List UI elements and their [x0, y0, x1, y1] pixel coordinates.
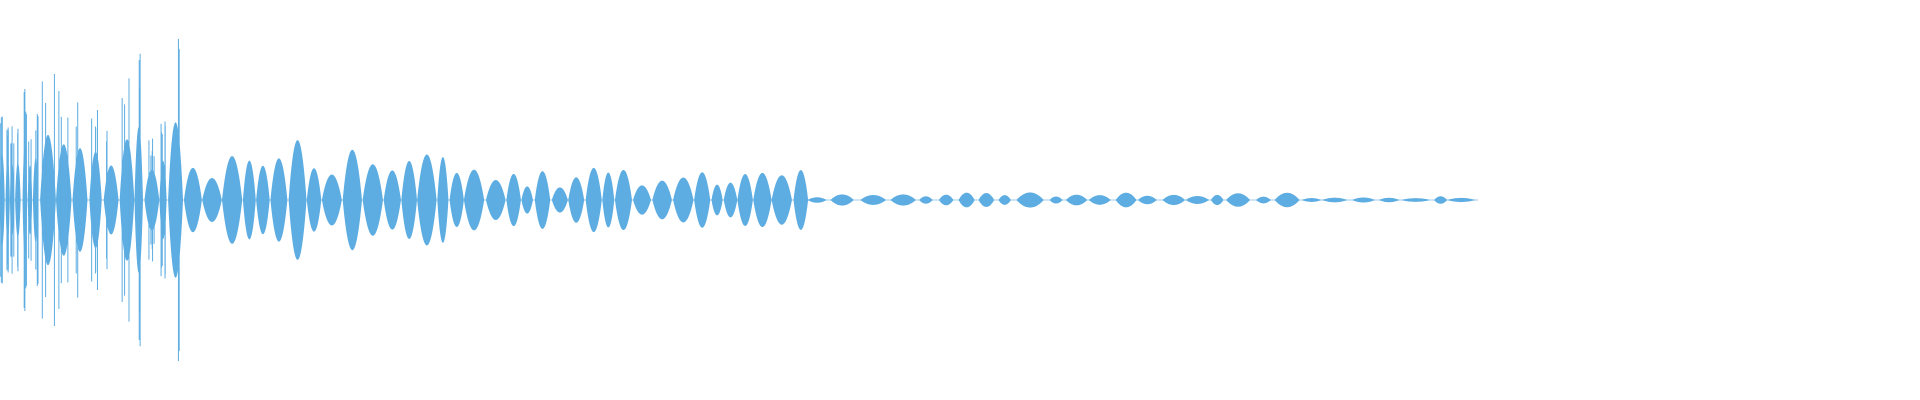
waveform-lobe — [168, 122, 184, 278]
waveform-lobe — [449, 173, 464, 227]
waveform-lobe — [723, 182, 738, 218]
waveform-lobe — [568, 177, 585, 223]
waveform-lobe — [1378, 197, 1400, 203]
waveform-lobe — [1137, 195, 1157, 205]
waveform-lobe — [652, 180, 672, 220]
waveform-lobe — [401, 161, 418, 239]
waveform-lobe — [202, 178, 222, 222]
waveform-lobe — [521, 186, 533, 214]
waveform-lobe — [1446, 197, 1476, 203]
waveform-lobe — [614, 169, 633, 231]
waveform-lobe — [633, 185, 652, 215]
waveform-lobe — [1210, 194, 1224, 206]
waveform-lobe — [417, 154, 437, 246]
waveform-lobe — [830, 194, 854, 206]
waveform-lobe — [1115, 192, 1137, 208]
waveform-lobe — [1255, 196, 1271, 204]
waveform-lobe — [288, 140, 307, 260]
waveform-lobe — [72, 148, 88, 252]
waveform-lobe — [40, 134, 56, 266]
waveform-lobe — [938, 194, 954, 206]
waveform-lobe — [270, 158, 288, 242]
waveform-lobe — [1088, 195, 1111, 205]
waveform-lobe — [1274, 192, 1300, 208]
waveform-lobe — [1185, 196, 1210, 204]
waveform-lobe — [807, 197, 827, 203]
waveform-lobe — [221, 156, 243, 244]
waveform-lobe — [890, 194, 917, 206]
waveform-lobe — [1162, 194, 1186, 206]
waveform-lobe — [256, 165, 270, 235]
waveform-lobe — [958, 192, 975, 208]
waveform-lobe — [919, 196, 933, 204]
waveform-lobe — [1321, 197, 1348, 203]
waveform-lobe — [306, 168, 322, 232]
waveform-lobe — [673, 177, 694, 223]
waveform-lobe — [1402, 198, 1429, 202]
waveform-lobe — [585, 167, 602, 233]
waveform-lobe — [1049, 196, 1063, 204]
waveform-lobe — [978, 193, 995, 207]
waveform-lobe — [602, 172, 615, 228]
waveform-lobe — [342, 149, 362, 251]
waveform-lobe — [506, 174, 521, 226]
waveform-lobe — [1065, 194, 1088, 206]
waveform-lobe — [437, 157, 449, 243]
waveform-lobe — [103, 165, 119, 235]
waveform-lobe — [1434, 196, 1448, 204]
waveform-lobe — [463, 169, 485, 231]
waveform-lobe — [242, 160, 256, 240]
waveform-lobe — [485, 179, 506, 221]
waveform-lobe — [771, 175, 792, 225]
waveform-lobe — [362, 164, 383, 236]
waveform-lobe — [1352, 197, 1376, 203]
waveform-lobe — [383, 170, 401, 230]
waveform-lobe — [1016, 192, 1044, 208]
waveform-lobe — [534, 171, 551, 229]
waveform-lobe — [753, 173, 772, 227]
waveform-lobe — [1226, 193, 1251, 207]
waveform-lobe — [998, 195, 1012, 205]
waveform-lobe — [711, 184, 723, 216]
waveform-lobe — [793, 170, 809, 230]
waveform-lobe — [1301, 197, 1322, 203]
waveform-lobe — [737, 174, 753, 226]
waveform-lobe — [321, 174, 342, 226]
waveform-lobe — [860, 195, 887, 205]
waveform-lobe — [551, 187, 568, 213]
waveform-lobe — [183, 167, 202, 233]
waveform-lobe — [694, 172, 711, 228]
